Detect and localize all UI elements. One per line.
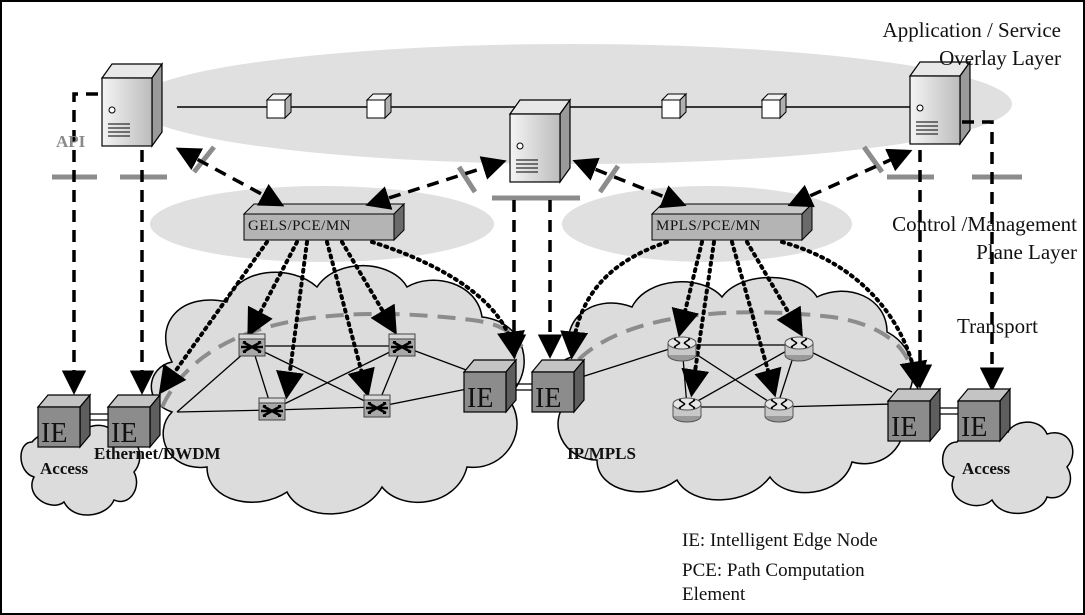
router-icon (667, 336, 697, 362)
legend-pce-line2: Element (682, 584, 746, 605)
dashed-arrows (61, 92, 1005, 395)
access-label-left: Access (40, 459, 89, 478)
module-icon (761, 93, 787, 119)
ie-node-ethernet-left: IE (107, 394, 161, 449)
application-layer-line1: Application / Service (882, 18, 1061, 42)
control-layer-line2: Plane Layer (976, 240, 1077, 264)
module-icon (366, 93, 392, 119)
control-layer-line1: Control /Management (892, 212, 1077, 236)
legend-pce-line1: PCE: Path Computation (682, 560, 865, 581)
controller-label-left: GELS/PCE/MN (248, 218, 352, 234)
controller-box-right (650, 202, 814, 242)
ie-node-ipmpls-right: IE (887, 388, 941, 443)
access-label-right: Access (962, 459, 1011, 478)
ie-node-ethernet-right: IE (463, 359, 517, 414)
ie-node-access-left: IE (37, 394, 91, 449)
application-overlay-ellipse (132, 44, 1012, 164)
network-label-ip-mpls: IP/MPLS (567, 444, 636, 463)
legend-ie: IE: Intelligent Edge Node (682, 530, 878, 551)
api-label: API (56, 132, 86, 151)
module-icon (266, 93, 292, 119)
server-icon (909, 61, 971, 145)
svg-text:IE: IE (891, 412, 917, 443)
application-layer-label: Application / Service Overlay Layer (883, 16, 1061, 72)
svg-text:IE: IE (535, 383, 561, 414)
controller-label-right: MPLS/PCE/MN (656, 218, 761, 234)
ie-node-access-right: IE (957, 388, 1011, 443)
dotted-arrows (158, 240, 928, 400)
switch-icon (362, 393, 392, 419)
cloud-access-right (941, 421, 1074, 515)
controller-box-left (242, 202, 406, 242)
switch-icon (387, 332, 417, 358)
control-layer-label: Control /Management Plane Layer (892, 210, 1077, 266)
switch-icon (237, 332, 267, 358)
router-icon (784, 336, 814, 362)
router-icon (672, 397, 702, 423)
application-layer-line2: Overlay Layer (939, 46, 1061, 70)
svg-text:IE: IE (111, 418, 137, 449)
transport-layer-label: Transport (957, 314, 1038, 338)
module-icon (661, 93, 687, 119)
cloud-ip-mpls (553, 276, 914, 501)
server-icon (101, 63, 163, 147)
ie-node-ipmpls-left: IE (531, 359, 585, 414)
svg-text:IE: IE (467, 383, 493, 414)
server-icon (509, 99, 571, 183)
svg-text:IE: IE (41, 418, 67, 449)
legend: IE: Intelligent Edge Node PCE: Path Comp… (682, 529, 878, 607)
switch-icon (257, 396, 287, 422)
svg-text:IE: IE (961, 412, 987, 443)
router-icon (764, 397, 794, 423)
network-label-ethernet-dwdm: Ethernet/DWDM (94, 444, 221, 463)
